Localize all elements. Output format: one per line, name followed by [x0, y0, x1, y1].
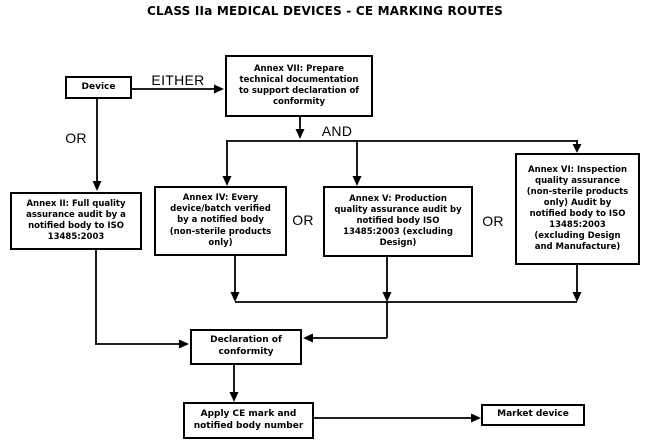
- connector-annex2-to-declaration: [95, 250, 189, 349]
- flowchart-node-annex-vi: Annex VI: Inspection quality assurance (…: [515, 153, 640, 265]
- connector-declaration-to-applyce: [229, 365, 239, 402]
- flowchart-node-annex-iv: Annex IV: Every device/batch verified by…: [154, 186, 287, 256]
- connector-annex5-to-collector: [382, 257, 392, 302]
- connector-device-to-annex2: [92, 98, 102, 191]
- flowchart-node-annex-vii: Annex VII: Prepare technical documentati…: [225, 55, 373, 117]
- flowchart-node-apply-ce-mark: Apply CE mark and notified body number: [183, 402, 314, 439]
- connector-label-or-left: OR: [65, 130, 87, 146]
- flowchart-node-annex-ii: Annex II: Full quality assurance audit b…: [10, 192, 142, 250]
- connector-label-or-right: OR: [482, 213, 504, 229]
- connector-annex7-to-and-line: [227, 117, 577, 142]
- connector-device-to-annex7: [132, 84, 224, 94]
- connector-and-to-annex4: [222, 140, 232, 186]
- flowchart-node-declaration-of-conformity: Declaration of conformity: [190, 329, 302, 365]
- connector-annex4-to-collector: [230, 256, 240, 302]
- connector-collector-to-declaration: [303, 301, 388, 343]
- connector-and-to-annex6: [572, 140, 582, 153]
- connector-annex6-to-collector: [572, 265, 582, 302]
- flowchart-node-device: Device: [65, 76, 132, 99]
- flowchart-node-market-device: Market device: [481, 404, 585, 426]
- connector-and-to-annex5: [352, 140, 362, 186]
- flowchart-node-annex-v: Annex V: Production quality assurance au…: [323, 186, 473, 257]
- connector-label-and: AND: [321, 123, 353, 139]
- connector-applyce-to-market: [314, 413, 481, 423]
- connector-label-either: EITHER: [151, 72, 205, 88]
- diagram-title: CLASS IIa MEDICAL DEVICES - CE MARKING R…: [147, 4, 503, 18]
- connector-label-or-middle: OR: [292, 212, 314, 228]
